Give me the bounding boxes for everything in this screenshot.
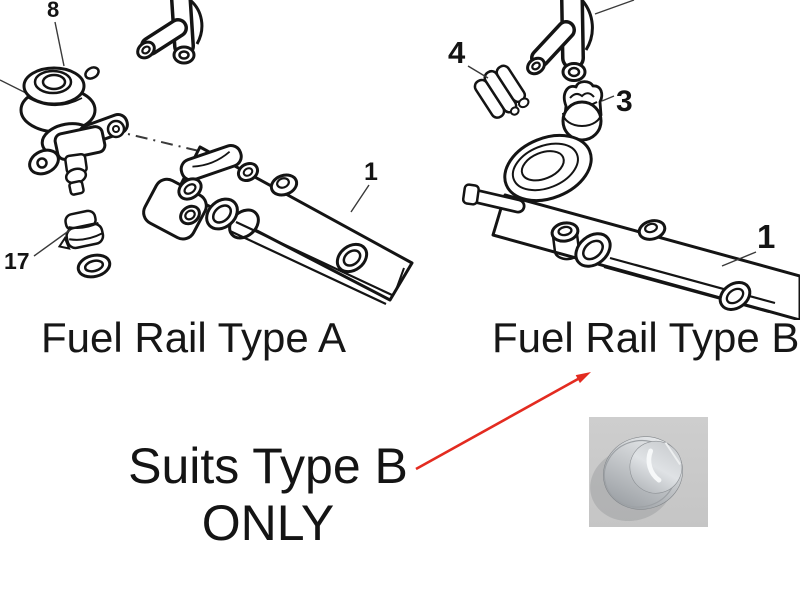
rail-b-drawing — [461, 133, 800, 320]
cap-chamfer-edge — [664, 442, 681, 466]
part-label-8: 8 — [47, 0, 65, 67]
part-number-3: 3 — [616, 85, 633, 118]
hose-b-drawing — [526, 0, 635, 82]
cut-off-leader-line — [594, 0, 635, 15]
red-arrow-head — [575, 372, 591, 384]
annotation-line-2: ONLY — [201, 495, 335, 551]
clamp-4-drawing — [473, 64, 530, 119]
caption-type-a: Fuel Rail Type A — [41, 314, 347, 361]
dash-dot-leader — [127, 133, 225, 158]
part-label-17: 17 — [4, 229, 71, 274]
part-label-1a: 1 — [350, 158, 378, 213]
part-label-3: 3 — [601, 85, 633, 118]
part-number-4: 4 — [448, 35, 466, 70]
cap-highlight — [646, 448, 662, 483]
annotation-line-1: Suits Type B — [128, 438, 408, 494]
part-number-17: 17 — [4, 248, 30, 274]
pressure-regulator-drawing — [19, 66, 129, 196]
cap-3-drawing — [561, 80, 604, 142]
hose-drawing — [136, 0, 204, 65]
fuel-rail-type-b-diagram: 4 3 1 — [448, 0, 800, 320]
red-arrow — [415, 372, 591, 471]
leader-line-4 — [467, 65, 489, 79]
cap-boss — [629, 440, 683, 494]
part-label-1b: 1 — [721, 218, 775, 267]
part-number-8: 8 — [47, 0, 59, 22]
leader-line-3 — [601, 95, 615, 102]
rail-a-drawing — [142, 143, 414, 305]
part-number-1b: 1 — [757, 218, 775, 255]
product-photo — [589, 417, 708, 527]
leader-line-1a — [350, 184, 370, 213]
blanking-cap-photo — [590, 436, 684, 522]
clamp-17-drawing — [57, 209, 112, 279]
suits-annotation: Suits Type B ONLY — [93, 438, 443, 552]
red-arrow-shaft — [415, 377, 579, 471]
leader-line-17 — [33, 229, 71, 257]
damper-dome — [503, 133, 593, 203]
part-number-1a: 1 — [364, 158, 378, 186]
fuel-rail-type-a-diagram: 8 1 — [0, 0, 414, 305]
caption-type-b: Fuel Rail Type B — [492, 314, 800, 361]
edge-leader-line — [0, 79, 27, 94]
leader-line-8 — [54, 21, 65, 67]
leader-line-1b — [721, 251, 757, 267]
part-label-4: 4 — [448, 35, 489, 79]
